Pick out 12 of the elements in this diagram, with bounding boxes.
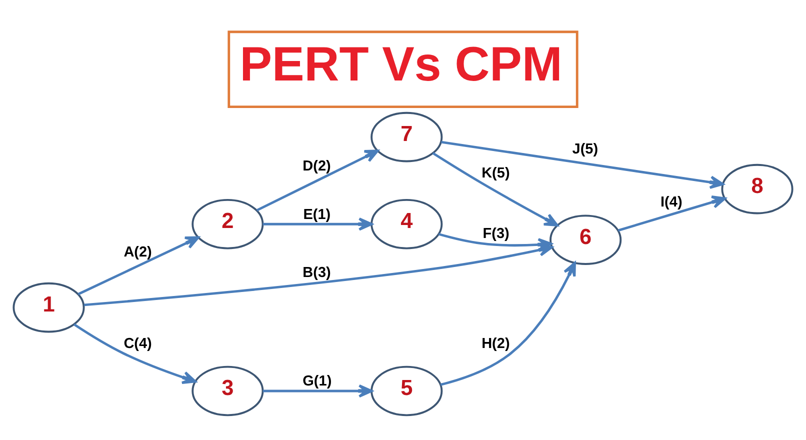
edge-label: J(5) xyxy=(572,141,598,158)
edge-label: I(4) xyxy=(660,194,682,210)
edge-label: K(5) xyxy=(482,165,510,182)
diagram-title: PERT Vs CPM xyxy=(240,36,562,91)
edge-label: F(3) xyxy=(482,226,510,242)
edge-label: A(2) xyxy=(124,244,152,260)
edge-label: G(1) xyxy=(302,373,332,390)
edge-label: B(3) xyxy=(302,264,331,280)
edge-label: C(4) xyxy=(124,336,152,352)
edge-label: E(1) xyxy=(303,206,331,222)
edge-label: D(2) xyxy=(302,158,331,174)
edge-label: H(2) xyxy=(482,336,510,352)
